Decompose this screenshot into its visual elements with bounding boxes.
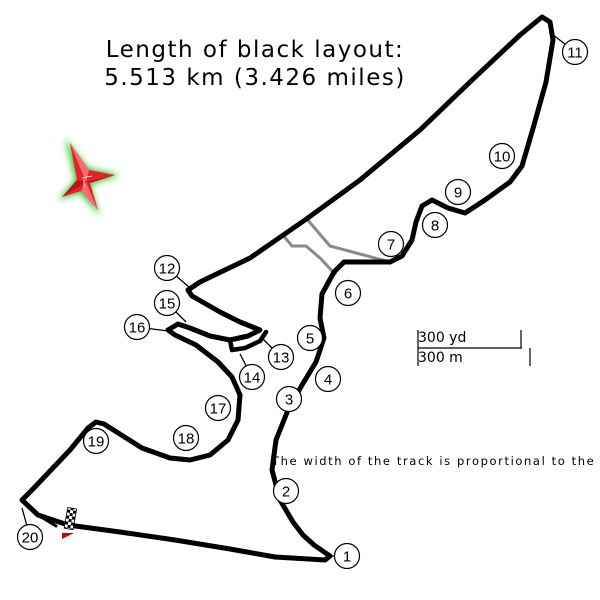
corner-circle <box>296 324 324 352</box>
corner-circle <box>267 343 295 371</box>
corner-marker-18: 18 <box>172 424 200 452</box>
layout-length-value: 5.513 km (3.426 miles) <box>104 65 406 91</box>
corner-marker-20: 20 <box>16 507 44 551</box>
corner-circle <box>333 542 361 570</box>
corner-circle <box>238 363 266 391</box>
corner-circle <box>444 178 472 206</box>
corner-number: 18 <box>178 431 195 448</box>
corner-marker-7: 7 <box>377 230 405 258</box>
corner-number: 6 <box>344 286 352 303</box>
corner-number: 12 <box>159 261 176 278</box>
corner-circle <box>153 289 181 317</box>
corner-marker-10: 10 <box>488 142 516 170</box>
corner-number: 3 <box>285 392 293 409</box>
corner-marker-11: 11 <box>551 33 589 66</box>
corner-circle <box>334 279 362 307</box>
corner-circle <box>275 385 303 413</box>
corner-marker-5: 5 <box>296 324 324 352</box>
corner-number: 14 <box>244 370 261 387</box>
corner-number: 5 <box>306 331 314 348</box>
corner-number: 20 <box>22 530 39 547</box>
corner-number: 19 <box>88 434 105 451</box>
corner-circle <box>204 394 232 422</box>
corner-marker-4: 4 <box>314 365 342 393</box>
corner-circle <box>314 365 342 393</box>
corner-circle <box>377 230 405 258</box>
corner-number: 15 <box>159 296 176 313</box>
compass-star-icon <box>58 138 120 216</box>
corner-number: 9 <box>454 185 462 202</box>
corner-number: 1 <box>343 549 351 566</box>
corner-number: 13 <box>273 350 290 367</box>
corner-circle <box>421 211 449 239</box>
scale-bar <box>417 330 531 366</box>
corner-circle <box>123 313 151 341</box>
scale-yards-label: 300 yd <box>418 330 466 346</box>
corner-circle <box>272 477 300 505</box>
corner-marker-2: 2 <box>272 477 300 505</box>
corner-marker-3: 3 <box>275 385 303 413</box>
corner-circle <box>82 427 110 455</box>
corner-number: 16 <box>129 320 146 337</box>
corner-number: 4 <box>324 372 332 389</box>
corner-marker-9: 9 <box>444 178 472 206</box>
corner-number: 11 <box>567 45 583 62</box>
corner-marker-19: 19 <box>82 427 110 455</box>
corner-marker-17: 17 <box>204 394 232 422</box>
layout-length-title: Length of black layout: <box>106 37 405 63</box>
corner-number: 2 <box>282 484 290 501</box>
corner-marker-15: 15 <box>153 289 187 323</box>
corner-number: 17 <box>210 401 227 418</box>
scale-meters-label: 300 m <box>418 350 463 366</box>
corner-marker-13: 13 <box>261 337 295 371</box>
corner-marker-1: 1 <box>330 542 361 570</box>
start-flag-icon <box>62 533 74 539</box>
corner-circle <box>153 254 181 282</box>
corner-marker-6: 6 <box>334 279 362 307</box>
corner-circle <box>561 38 589 66</box>
track-width-note: The width of the track is proportional t… <box>271 454 600 468</box>
corner-circle <box>16 523 44 551</box>
corner-circle <box>488 142 516 170</box>
corner-number: 10 <box>494 149 511 166</box>
corner-number: 7 <box>387 237 395 254</box>
start-finish-line <box>62 506 78 539</box>
corner-marker-8: 8 <box>421 211 449 239</box>
alternative-layout <box>280 217 391 277</box>
corner-number: 8 <box>431 218 439 235</box>
corner-marker-16: 16 <box>123 313 169 341</box>
corner-marker-12: 12 <box>153 254 191 289</box>
corner-marker-14: 14 <box>238 353 266 391</box>
corner-circle <box>172 424 200 452</box>
